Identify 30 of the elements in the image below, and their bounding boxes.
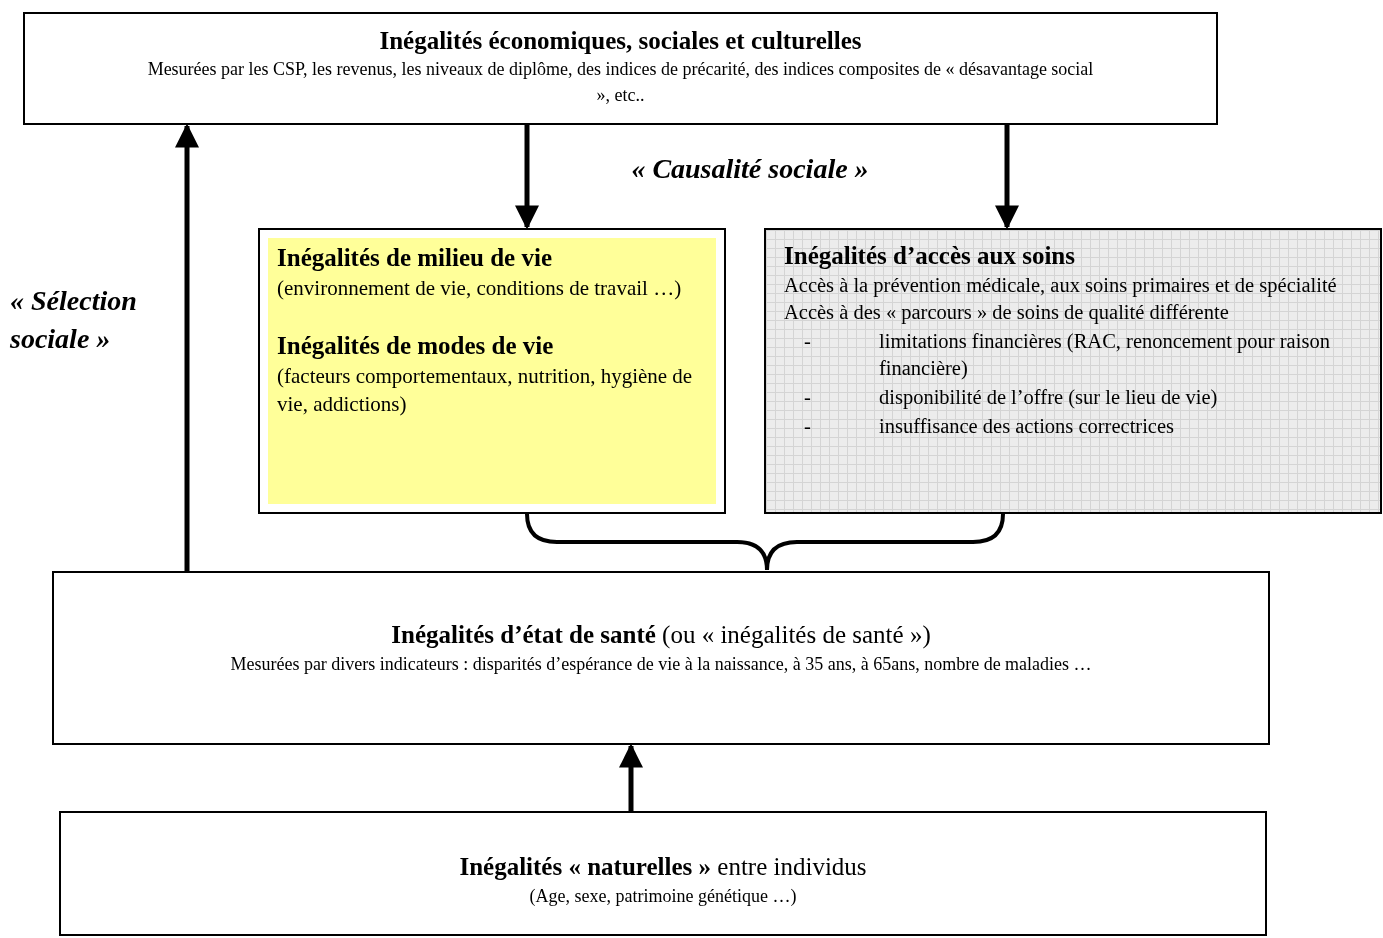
arrow bbox=[619, 743, 643, 811]
text-box bbox=[59, 811, 1267, 936]
list-item: disponibilité de l’offre (sur le lieu de vie) bbox=[879, 385, 1219, 411]
text-box bbox=[23, 12, 1218, 125]
box-description: Mesurées par divers indicateurs : disparités d’espérance de vie à la naissance, à 35 ans, à 65ans, nombre de maladies … bbox=[229, 653, 1093, 676]
box-heading: Inégalités de milieu de vie bbox=[277, 243, 553, 273]
arrow bbox=[515, 125, 539, 230]
box-description: (Age, sexe, patrimoine génétique …) bbox=[529, 885, 797, 908]
box-description: Mesurées par les CSP, les revenus, les niveaux de diplôme, des indices de précarité, des indices composites de « désavantage social », etc.. bbox=[146, 58, 1095, 107]
box-heading: Inégalités d’accès aux soins bbox=[784, 241, 1076, 271]
list-item: limitations financières (RAC, renoncement pour raison financière) bbox=[879, 329, 1331, 381]
box-description: Accès à des « parcours » de soins de qualité différente bbox=[784, 300, 1230, 326]
list-dash: - bbox=[803, 414, 812, 439]
edge-label: « Sélection sociale » bbox=[10, 284, 138, 356]
box-description: Accès à la prévention médicale, aux soins primaires et de spécialité bbox=[784, 273, 1338, 299]
brace-line bbox=[765, 513, 1005, 571]
annotation-label: « Causalité sociale » bbox=[630, 152, 870, 186]
list-dash: - bbox=[803, 385, 812, 410]
text-box bbox=[52, 571, 1270, 745]
box-description: (facteurs comportementaux, nutrition, hygiène de vie, addictions) bbox=[277, 363, 694, 418]
arrow bbox=[175, 123, 199, 571]
list-item: insuffisance des actions correctrices bbox=[879, 414, 1176, 439]
arrow bbox=[995, 125, 1019, 230]
box-description: (environnement de vie, conditions de travail …) bbox=[277, 275, 683, 302]
box-heading: Inégalités de modes de vie bbox=[277, 331, 555, 361]
box-heading: Inégalités « naturelles » entre individus bbox=[459, 852, 867, 882]
box-heading: Inégalités économiques, sociales et culturelles bbox=[379, 26, 862, 56]
box-heading: Inégalités d’état de santé (ou « inégalités de santé ») bbox=[391, 620, 931, 651]
category-box bbox=[764, 228, 1382, 514]
list-dash: - bbox=[803, 329, 812, 354]
